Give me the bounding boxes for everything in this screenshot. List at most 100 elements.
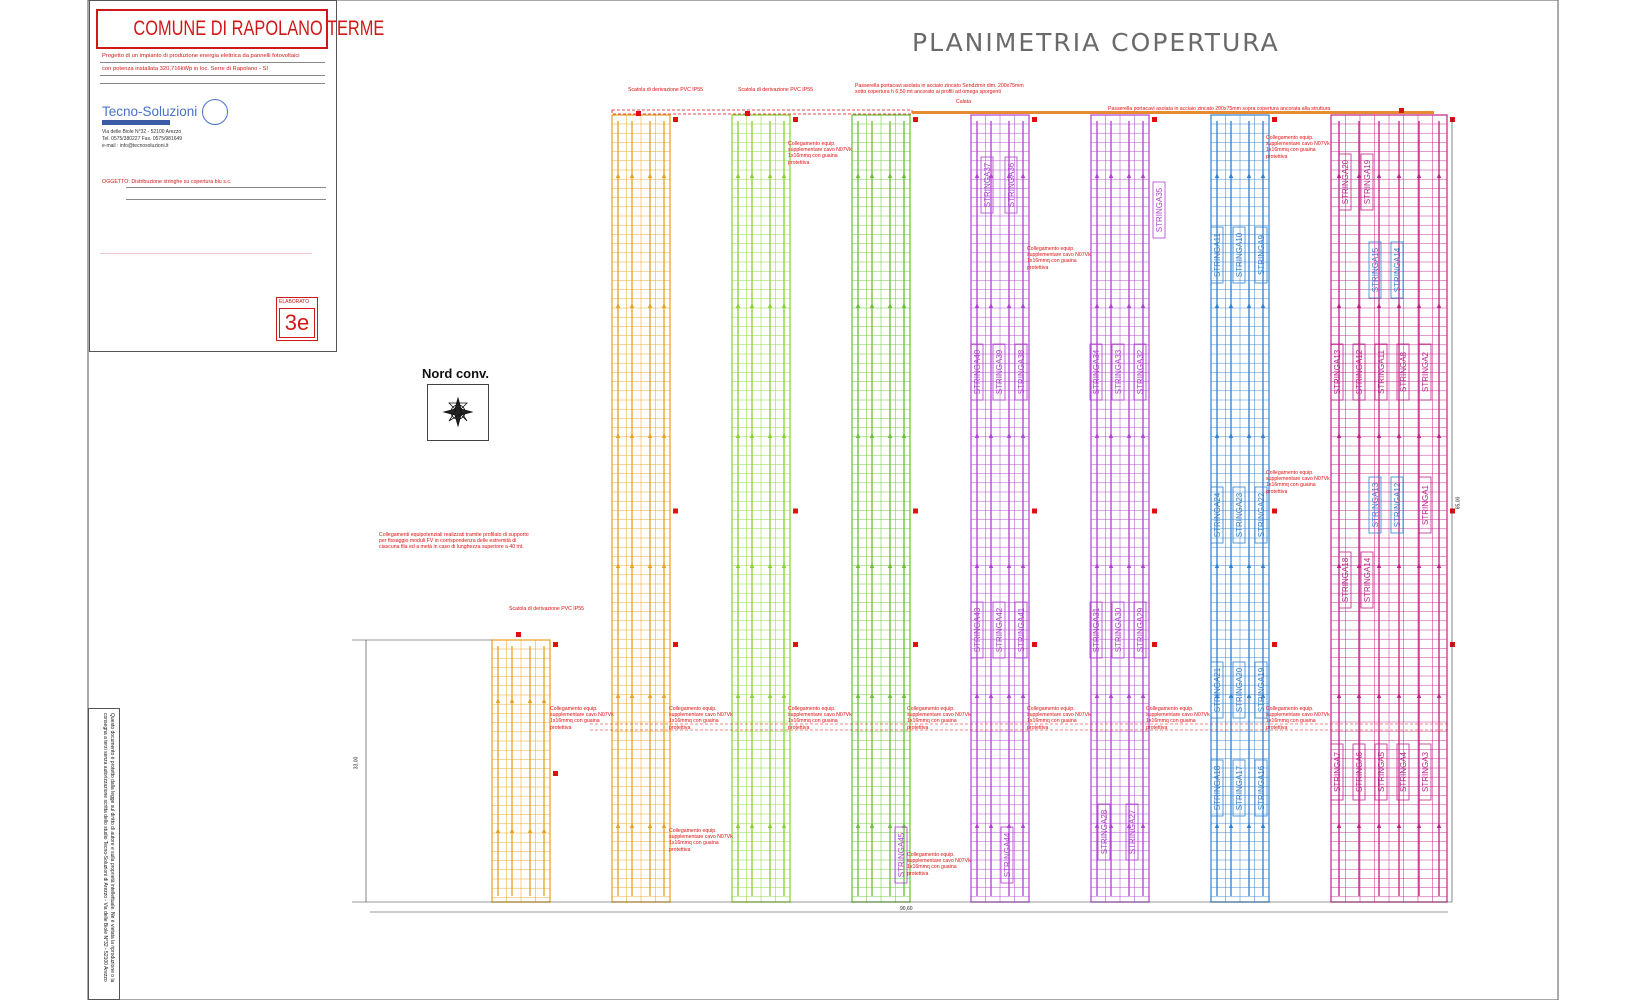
string-label-text: STRINGA34 [1092, 349, 1101, 394]
equipotential-marker [1152, 117, 1157, 122]
string-label-box [1097, 803, 1111, 861]
direction-arrow-icon [869, 563, 875, 568]
string-label: STRINGA21 [1210, 661, 1224, 719]
direction-arrow-icon [1246, 693, 1252, 698]
direction-arrow-icon [495, 828, 501, 833]
string-label-box [1254, 661, 1268, 719]
direction-arrow-icon [974, 173, 980, 178]
direction-arrow-icon [887, 303, 893, 308]
direction-arrow-icon [735, 303, 741, 308]
string-label-box [1254, 226, 1268, 284]
string-label-text: STRINGA21 [1213, 667, 1222, 712]
direction-arrow-icon [974, 693, 980, 698]
sheet-frame [87, 0, 1559, 1000]
string-label: STRINGA30 [1111, 601, 1125, 659]
direction-arrow-icon [1094, 303, 1100, 308]
direction-arrow-icon [1228, 563, 1234, 568]
direction-arrow-icon [1020, 823, 1026, 828]
string-label: STRINGA45 [894, 826, 908, 884]
direction-arrow-icon [887, 433, 893, 438]
string-label: STRINGA11 [1374, 343, 1388, 401]
direction-arrow-icon [1246, 303, 1252, 308]
direction-arrow-icon [1246, 173, 1252, 178]
direction-arrow-icon [988, 693, 994, 698]
equipotential-marker [1032, 642, 1037, 647]
project-description-1: Progetto di un impianto di produzione en… [102, 53, 300, 59]
elaborato-box: ELABORATO 3e [276, 297, 318, 341]
direction-arrow-icon [1126, 563, 1132, 568]
string-label-box [1396, 343, 1410, 401]
note-collegamento-equip: Collegamento equip. supplementare cavo N… [669, 828, 733, 853]
direction-arrow-icon [1436, 823, 1442, 828]
company-address: Via delle Biole N°32 - 52100 Arezzo [102, 129, 182, 135]
note-passerella-1: Passerella portacavi asolata in acciaio … [855, 83, 1024, 96]
direction-arrow-icon [1214, 563, 1220, 568]
direction-arrow-icon [1396, 823, 1402, 828]
string-label: STRINGA23 [1232, 486, 1246, 544]
string-label-text: STRINGA35 [1155, 187, 1164, 232]
direction-arrow-icon [1260, 823, 1266, 828]
direction-arrow-icon [887, 563, 893, 568]
string-label-text: STRINGA8 [1399, 351, 1408, 392]
string-label: STRINGA44 [1000, 826, 1014, 884]
direction-arrow-icon [749, 823, 755, 828]
direction-arrow-icon [661, 173, 667, 178]
equipotential-marker [673, 508, 678, 514]
direction-arrow-icon [1246, 823, 1252, 828]
direction-arrow-icon [749, 173, 755, 178]
string-label-text: STRINGA2 [1421, 351, 1430, 392]
string-label-text: STRINGA44 [1003, 832, 1012, 877]
string-label-box [1125, 803, 1139, 861]
string-label-text: STRINGA13 [1371, 482, 1380, 527]
string-label: STRINGA33 [1111, 343, 1125, 401]
dimension-width: 90,60 [900, 906, 913, 912]
direction-arrow-icon [629, 823, 635, 828]
direction-arrow-icon [647, 303, 653, 308]
direction-arrow-icon [1336, 823, 1342, 828]
string-label-text: STRINGA11 [1377, 350, 1386, 394]
note-calata: Calata [956, 99, 971, 105]
direction-arrow-icon [1376, 173, 1382, 178]
company-logo-text: Tecno-Soluzioni [102, 104, 198, 119]
note-collegamento-equip: Collegamento equip. supplementare cavo N… [1027, 246, 1091, 271]
string-label-text: STRINGA27 [1128, 809, 1137, 854]
string-label: STRINGA42 [992, 601, 1006, 659]
direction-arrow-icon [615, 823, 621, 828]
title-block: COMUNE DI RAPOLANO TERME Progetto di un … [89, 0, 384, 352]
direction-arrow-icon [735, 823, 741, 828]
direction-arrow-icon [1260, 433, 1266, 438]
panel-field [611, 114, 678, 903]
string-label-text: STRINGA19 [1363, 159, 1372, 204]
string-label-box [1089, 601, 1103, 659]
string-label: STRINGA36 [1004, 156, 1018, 214]
direction-arrow-icon [1356, 173, 1362, 178]
string-label-box [1111, 343, 1125, 401]
direction-arrow-icon [1260, 173, 1266, 178]
string-label-text: STRINGA15 [1371, 247, 1380, 292]
direction-arrow-icon [887, 823, 893, 828]
direction-arrow-icon [1020, 563, 1026, 568]
direction-arrow-icon [1126, 303, 1132, 308]
direction-arrow-icon [1396, 433, 1402, 438]
note-collegamenti-equipotenziali: Collegamenti equipotenziali realizzati t… [379, 532, 529, 551]
direction-arrow-icon [855, 823, 861, 828]
direction-arrow-icon [767, 173, 773, 178]
string-label-box [1330, 743, 1344, 801]
direction-arrow-icon [735, 433, 741, 438]
string-label-box [1014, 343, 1028, 401]
string-label-box [1330, 343, 1344, 401]
equipotential-marker [1032, 508, 1037, 514]
equipotential-marker [1450, 117, 1455, 122]
elaborato-label: ELABORATO [279, 299, 310, 305]
direction-arrow-icon [781, 693, 787, 698]
logo-bar [102, 120, 170, 125]
string-label-text: STRINGA38 [1017, 349, 1026, 394]
string-label: STRINGA13 [1368, 476, 1382, 534]
north-arrow-box [427, 384, 489, 441]
panel-field [970, 114, 1037, 903]
direction-arrow-icon [1336, 433, 1342, 438]
direction-arrow-icon [647, 823, 653, 828]
direction-arrow-icon [781, 303, 787, 308]
rule [100, 83, 325, 84]
